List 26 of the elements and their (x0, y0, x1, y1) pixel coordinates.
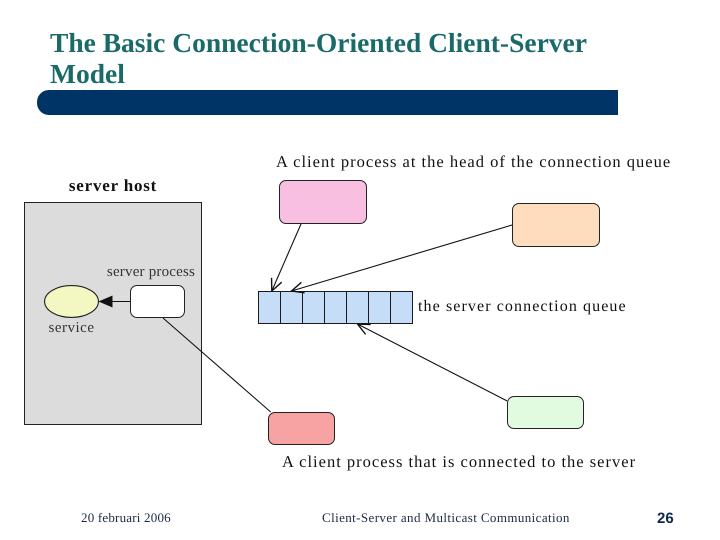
shape-label: service (48, 320, 94, 337)
panel-title: server host (68, 176, 158, 196)
page-number: 26 (657, 510, 674, 528)
connector-line (162, 318, 272, 412)
slide-title: The Basic Connection-Oriented Client-Server Model (50, 27, 588, 89)
box-label: server process (106, 264, 196, 281)
queue-slot (324, 291, 347, 324)
queue-slot (258, 291, 281, 324)
arrow (290, 224, 512, 294)
footer-date: 20 februari 2006 (81, 511, 171, 526)
arrow (356, 323, 508, 402)
client-process-box (507, 396, 584, 429)
queue-slot (368, 291, 391, 324)
client-process-box (512, 203, 600, 247)
client-process-box (268, 412, 335, 445)
client-process-box (279, 180, 367, 224)
arrow (98, 296, 130, 308)
queue-slot (280, 291, 303, 324)
queue-slot (302, 291, 325, 324)
queue-label: the server connection queue (418, 298, 627, 316)
annotation: A client process that is connected to the server (282, 453, 636, 472)
queue-slot (390, 291, 413, 324)
footer-title: Client-Server and Multicast Communication (322, 511, 570, 526)
annotation: A client process at the head of the connection queue (276, 153, 672, 172)
queue-slot (346, 291, 369, 324)
arrow (270, 224, 302, 292)
